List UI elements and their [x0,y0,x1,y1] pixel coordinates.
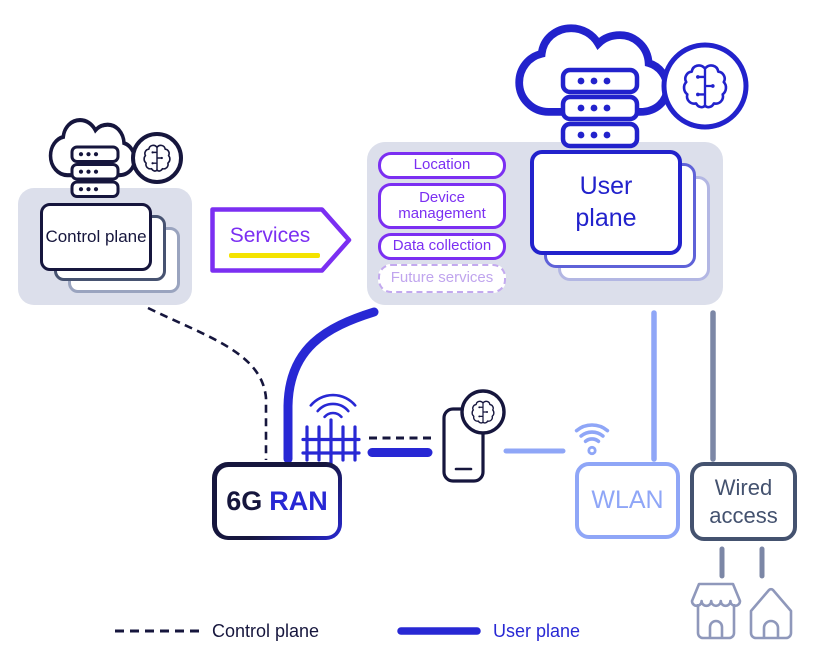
user-plane-node: User plane [530,150,682,255]
legend-control-plane-label: Control plane [212,620,320,641]
server-stack-icon [560,67,640,149]
ran-label-6g: 6G [226,485,263,516]
services-underline [229,253,320,258]
service-chip-future-services: Future services [378,264,506,293]
user-plane-link-to-ran [283,307,379,464]
control-cloud-servers-brain-icon [51,120,183,198]
control-plane-link-to-ran [147,306,268,460]
user-cloud-servers-brain-icon [519,28,749,149]
wifi-icon [574,423,610,456]
wlan-node: WLAN [575,462,680,539]
wired-access-label: Wired access [709,475,778,528]
service-chip-device-management: Device management [378,183,506,229]
store-icon [690,582,742,640]
control-plane-label: Control plane [45,226,147,246]
wlan-label: WLAN [591,486,664,514]
radio-waves-icon [309,393,357,419]
user-plane-label: User plane [575,172,637,232]
wired-access-node: Wired access [690,462,797,541]
services-arrow-label: Services [229,224,311,247]
antenna-icon [301,393,361,468]
service-chip-data-collection: Data collection [378,233,506,260]
control-plane-node: Control plane [40,203,152,271]
smartphone-brain-icon [442,389,506,483]
ran-node: 6G RAN [212,462,342,540]
service-chip-location: Location [378,152,506,179]
ran-label-ran: RAN [269,485,328,516]
services-arrow: Services [210,207,352,273]
legend-user-plane-label: User plane [493,620,581,641]
house-icon [749,587,793,640]
